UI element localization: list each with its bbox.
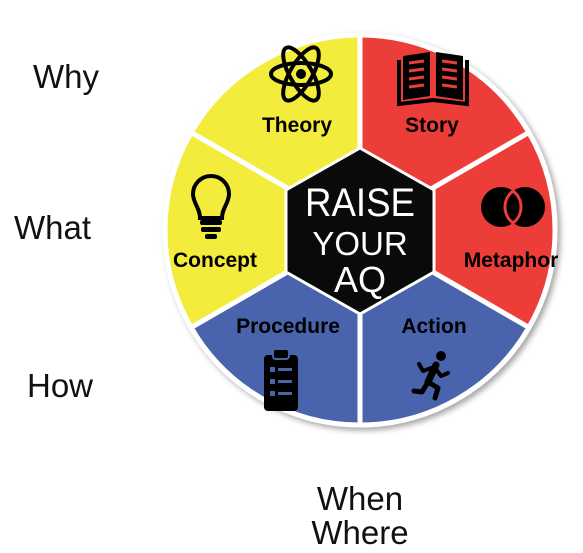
segment-metaphor [357,130,558,330]
venn-circles-icon [481,187,545,227]
center-text-your: YOUR [312,225,407,262]
segment-label-theory: Theory [262,114,332,137]
segment-label-procedure: Procedure [236,315,340,338]
center-text-aq: AQ [334,259,386,300]
center-text-raise: RAISE [305,181,415,225]
segment-concept [162,130,363,330]
row-label-why: Why [33,58,99,95]
segment-label-action: Action [401,315,466,338]
segment-label-story: Story [405,114,459,137]
row-label-how: How [27,367,94,404]
lightbulb-icon [190,174,232,239]
atom-icon [269,45,333,103]
center-hexagon [284,146,436,316]
bottom-label-where: Where [311,514,409,551]
running-person-icon [411,351,450,401]
clipboard-checklist-icon [264,348,298,411]
book-icon [397,52,469,107]
segment-label-metaphor: Metaphor [464,249,559,272]
segment-label-concept: Concept [173,249,257,272]
bottom-label-when: When [316,480,404,517]
row-label-what: What [14,209,92,246]
